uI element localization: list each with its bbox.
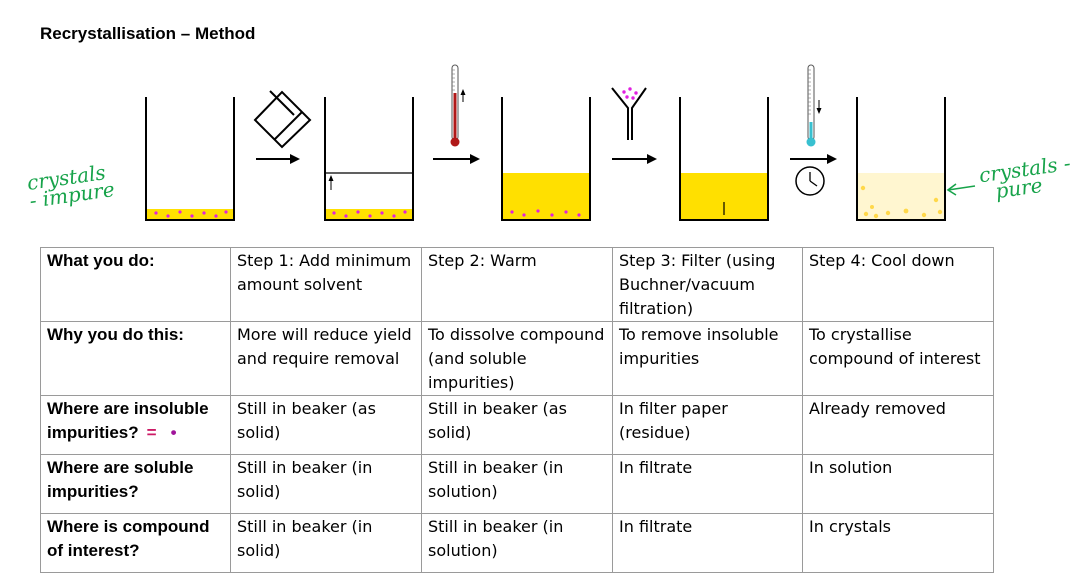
page-title: Recrystallisation – Method [40,24,256,43]
beaker-icon [856,97,946,221]
solvent-bottle-icon [253,90,312,149]
row-header: Why you do this: [40,321,231,396]
arrow-right-icon [612,154,657,164]
beaker-icon [501,97,591,221]
annotation-arrow-icon [946,183,976,196]
arrow-right-icon [256,154,300,164]
table-row: Where is compound of interest? Still in … [40,513,994,573]
row-header: Where is compound of interest? [40,513,231,573]
row-header: Where are insoluble impurities?= • [40,395,231,455]
annotation-dot: • [170,423,177,442]
method-diagram [145,64,976,221]
table-cell: Still in beaker (in solid) [230,454,422,514]
table-cell: Still in beaker (as solid) [230,395,422,455]
beaker-icon [324,97,414,221]
table-cell: In filtrate [612,513,803,573]
table-cell: Still in beaker (as solid) [421,395,613,455]
table-row: Where are insoluble impurities?= • Still … [40,395,994,455]
table-cell: To remove insoluble impurities [612,321,803,396]
table-cell: In filter paper (residue) [612,395,803,455]
table-cell: To dissolve compound (and soluble impuri… [421,321,613,396]
arrow-right-icon [433,154,480,164]
table-row: Why you do this: More will reduce yield … [40,321,994,396]
method-table: What you do: Step 1: Add minimum amount … [40,247,994,573]
table-cell: Still in beaker (in solution) [421,513,613,573]
table-cell: To crystallise compound of interest [802,321,994,396]
funnel-icon [611,87,647,140]
row-header: What you do: [40,247,231,322]
table-cell: Step 2: Warm [421,247,613,322]
table-cell: In filtrate [612,454,803,514]
table-cell: Still in beaker (in solution) [421,454,613,514]
table-row: Where are soluble impurities? Still in b… [40,454,994,514]
table-cell: More will reduce yield and require remov… [230,321,422,396]
table-cell: Still in beaker (in solid) [230,513,422,573]
thermometer-hot-icon [450,64,466,147]
row-header-text: Where are insoluble impurities? [47,399,209,442]
beaker-icon [679,97,769,221]
annotation-left: crystals - impure [25,160,116,213]
table-cell: Step 1: Add minimum amount solvent [230,247,422,322]
table-cell: In crystals [802,513,994,573]
table-cell: In solution [802,454,994,514]
beaker-icon [145,97,235,221]
clock-icon [795,166,825,196]
row-header: Where are soluble impurities? [40,454,231,514]
table-row: What you do: Step 1: Add minimum amount … [40,247,994,322]
table-cell: Step 4: Cool down [802,247,994,322]
table-cell: Step 3: Filter (using Buchner/vacuum fil… [612,247,803,322]
arrow-right-icon [790,154,837,164]
thermometer-cold-icon [806,64,822,147]
table-cell: Already removed [802,395,994,455]
annotation-mark: = [146,423,157,442]
